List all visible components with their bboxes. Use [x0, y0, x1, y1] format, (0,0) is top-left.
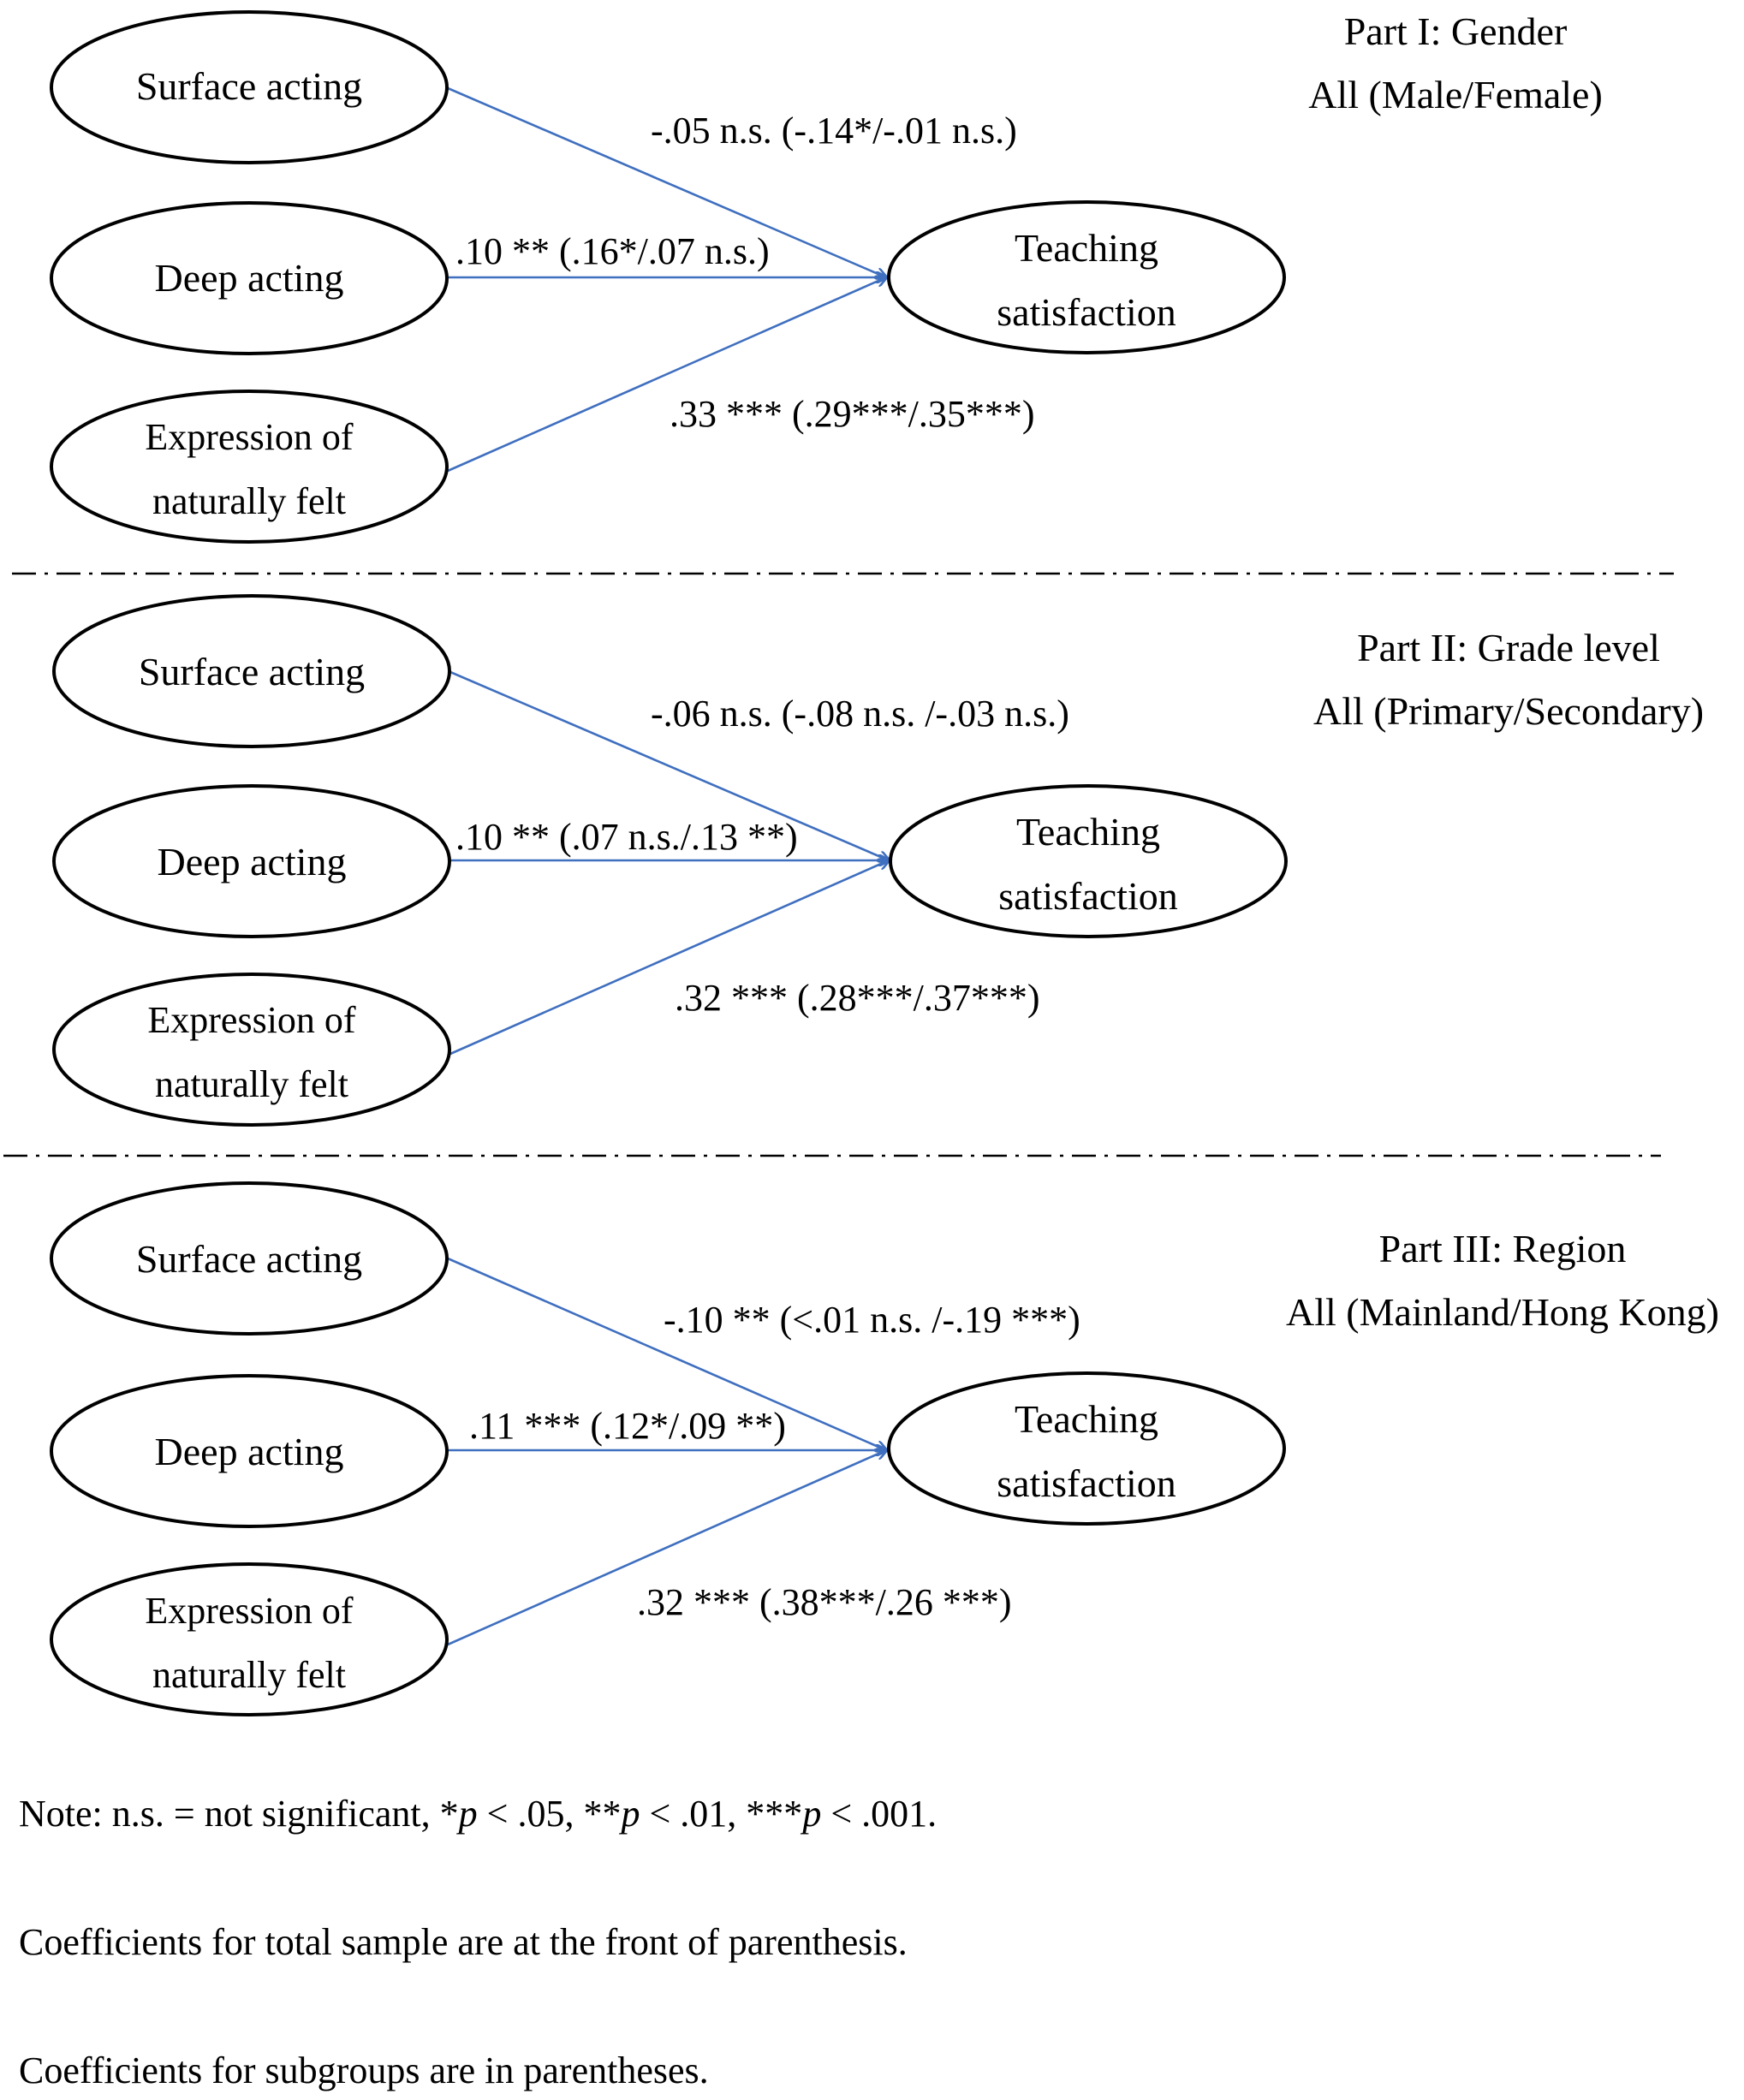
- node-teaching-satisfaction: Teaching satisfaction: [887, 1371, 1286, 1526]
- part-2: Part II: Grade level All (Primary/Second…: [52, 594, 1704, 1127]
- node-label-line2: naturally felt: [152, 1654, 346, 1696]
- coef-deep: .10 ** (.16*/.07 n.s.): [455, 230, 770, 272]
- part-3: Part III: Region All (Mainland/Hong Kong…: [50, 1181, 1719, 1716]
- node-expression-naturally-felt: Expression of naturally felt: [50, 390, 449, 544]
- node-surface-acting: Surface acting: [50, 10, 449, 164]
- node-label: Deep acting: [155, 256, 344, 300]
- part-2-title: Part II: Grade level: [1357, 626, 1660, 669]
- node-label-line2: satisfaction: [997, 290, 1176, 334]
- coef-surface: -.06 n.s. (-.08 n.s. /-.03 n.s.): [651, 693, 1069, 735]
- node-label-line2: naturally felt: [155, 1063, 348, 1105]
- node-surface-acting: Surface acting: [50, 1181, 449, 1336]
- part-2-subtitle: All (Primary/Secondary): [1313, 689, 1704, 733]
- note-text: < .01, ***: [640, 1793, 803, 1835]
- node-label-line2: satisfaction: [998, 874, 1178, 918]
- coef-surface: -.05 n.s. (-.14*/-.01 n.s.): [651, 110, 1017, 152]
- p-symbol: p: [802, 1793, 822, 1835]
- path-arrow-expression: [447, 277, 886, 473]
- node-label-line1: Expression of: [145, 1590, 354, 1632]
- part-1-title: Part I: Gender: [1344, 9, 1568, 53]
- node-label: Surface acting: [139, 650, 365, 693]
- node-deep-acting: Deep acting: [52, 784, 451, 938]
- path-arrow-surface: [447, 86, 886, 277]
- p-symbol: p: [621, 1793, 640, 1835]
- node-label-line2: satisfaction: [997, 1461, 1176, 1505]
- node-label-line1: Teaching: [1015, 1397, 1158, 1441]
- coef-surface: -.10 ** (<.01 n.s. /-.19 ***): [664, 1299, 1080, 1341]
- node-label-line1: Teaching: [1015, 226, 1158, 270]
- node-teaching-satisfaction: Teaching satisfaction: [887, 200, 1286, 354]
- node-expression-naturally-felt: Expression of naturally felt: [52, 973, 451, 1127]
- node-label: Surface acting: [136, 64, 362, 108]
- part-1: Part I: Gender All (Male/Female) Surface…: [50, 9, 1603, 544]
- node-label-line1: Teaching: [1016, 810, 1160, 854]
- coefficients-total-note: Coefficients for total sample are at the…: [19, 1921, 908, 1963]
- note-text: Note: n.s. = not significant, *: [19, 1793, 459, 1835]
- path-arrow-expression: [449, 860, 889, 1056]
- coef-expression: .32 *** (.38***/.26 ***): [637, 1581, 1012, 1623]
- p-symbol: p: [458, 1793, 478, 1835]
- node-label: Deep acting: [155, 1430, 344, 1473]
- significance-note: Note: n.s. = not significant, *p < .05, …: [19, 1792, 937, 1835]
- coef-deep: .11 *** (.12*/.09 **): [469, 1405, 786, 1447]
- node-label: Surface acting: [136, 1237, 362, 1281]
- node-label-line1: Expression of: [145, 416, 354, 458]
- node-expression-naturally-felt: Expression of naturally felt: [50, 1562, 449, 1716]
- node-surface-acting: Surface acting: [52, 594, 451, 748]
- node-label: Deep acting: [158, 840, 347, 883]
- node-label-line2: naturally felt: [152, 480, 346, 522]
- node-label-line1: Expression of: [147, 999, 356, 1041]
- coefficients-subgroups-note: Coefficients for subgroups are in parent…: [19, 2049, 709, 2091]
- node-deep-acting: Deep acting: [50, 1374, 449, 1528]
- coef-expression: .32 *** (.28***/.37***): [675, 977, 1040, 1019]
- note-text: < .001.: [821, 1793, 937, 1835]
- node-teaching-satisfaction: Teaching satisfaction: [889, 784, 1288, 938]
- note-text: < .05, **: [477, 1793, 622, 1835]
- coef-deep: .10 ** (.07 n.s./.13 **): [455, 816, 798, 858]
- part-3-title: Part III: Region: [1379, 1227, 1627, 1270]
- coef-expression: .33 *** (.29***/.35***): [670, 393, 1035, 435]
- path-arrow-surface: [449, 670, 889, 860]
- path-arrow-surface: [447, 1257, 886, 1450]
- part-3-subtitle: All (Mainland/Hong Kong): [1286, 1290, 1719, 1334]
- part-1-subtitle: All (Male/Female): [1308, 73, 1603, 116]
- node-deep-acting: Deep acting: [50, 201, 449, 355]
- path-arrow-expression: [447, 1450, 886, 1646]
